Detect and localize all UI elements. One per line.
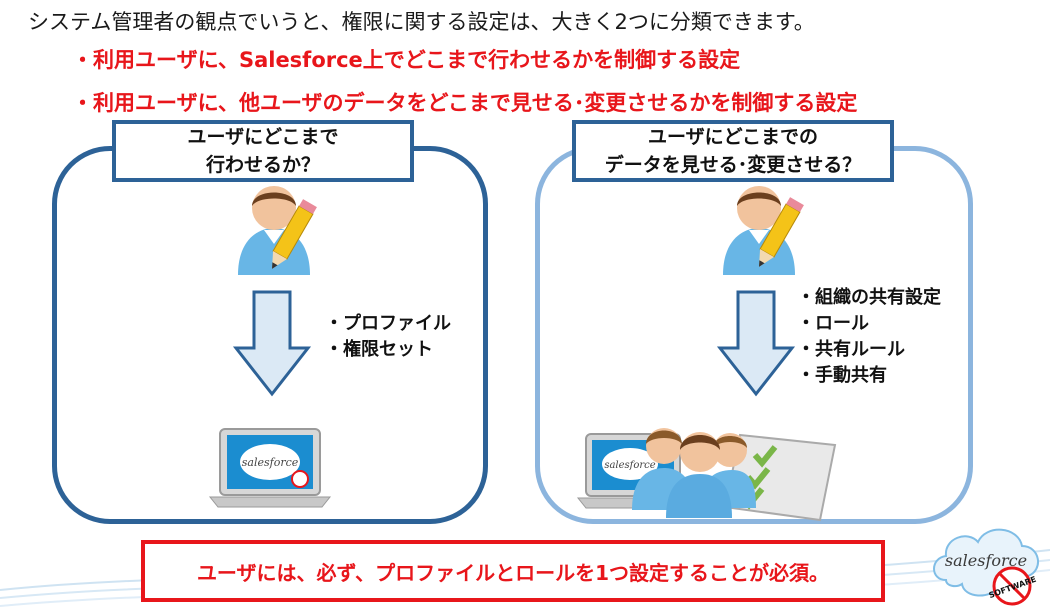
bullet-data-visibility-control: ・利用ユーザに、他ユーザのデータをどこまで見せる･変更させるかを制御する設定 bbox=[72, 91, 858, 115]
right-panel-title: ユーザにどこまでの データを見せる･変更させる？ bbox=[572, 120, 894, 182]
list-item-permission-set: 権限セット bbox=[325, 337, 451, 363]
intro-text: システム管理者の観点でいうと、権限に関する設定は、大きく2つに分類できます。 bbox=[28, 10, 815, 34]
left-panel-title: ユーザにどこまで 行わせるか？ bbox=[112, 120, 414, 182]
left-item-list: プロファイル 権限セット bbox=[325, 311, 451, 363]
logo-text: salesforce bbox=[945, 551, 1027, 570]
list-item-role: ロール bbox=[797, 311, 941, 337]
laptop-logo-text: salesforce bbox=[604, 460, 655, 471]
user-with-pencil-icon bbox=[238, 186, 317, 275]
left-title-line1: ユーザにどこまで bbox=[187, 126, 339, 148]
right-title-line1: ユーザにどこまでの bbox=[647, 126, 819, 148]
requirement-note: ユーザには、必ず、プロファイルとロールを1つ設定することが必須。 bbox=[141, 540, 885, 602]
down-arrow-icon bbox=[716, 290, 796, 397]
list-item-manual-sharing: 手動共有 bbox=[797, 363, 941, 389]
list-item-org-wide-defaults: 組織の共有設定 bbox=[797, 285, 941, 311]
user-with-pencil-icon bbox=[723, 186, 804, 275]
right-title-line2: データを見せる･変更させる？ bbox=[604, 154, 862, 176]
bullet-function-control: ・利用ユーザに、Salesforce上でどこまで行わせるかを制御する設定 bbox=[72, 48, 741, 72]
salesforce-logo: salesforce SOFTWARE bbox=[933, 528, 1039, 606]
laptop-salesforce-icon: salesforce bbox=[208, 428, 332, 508]
down-arrow-icon bbox=[232, 290, 312, 397]
left-title-line2: 行わせるか？ bbox=[205, 154, 320, 176]
right-item-list: 組織の共有設定 ロール 共有ルール 手動共有 bbox=[797, 285, 941, 389]
user-group-icon bbox=[632, 428, 756, 518]
list-item-sharing-rule: 共有ルール bbox=[797, 337, 941, 363]
laptop-logo-text: salesforce bbox=[242, 456, 299, 469]
list-item-profile: プロファイル bbox=[325, 311, 451, 337]
